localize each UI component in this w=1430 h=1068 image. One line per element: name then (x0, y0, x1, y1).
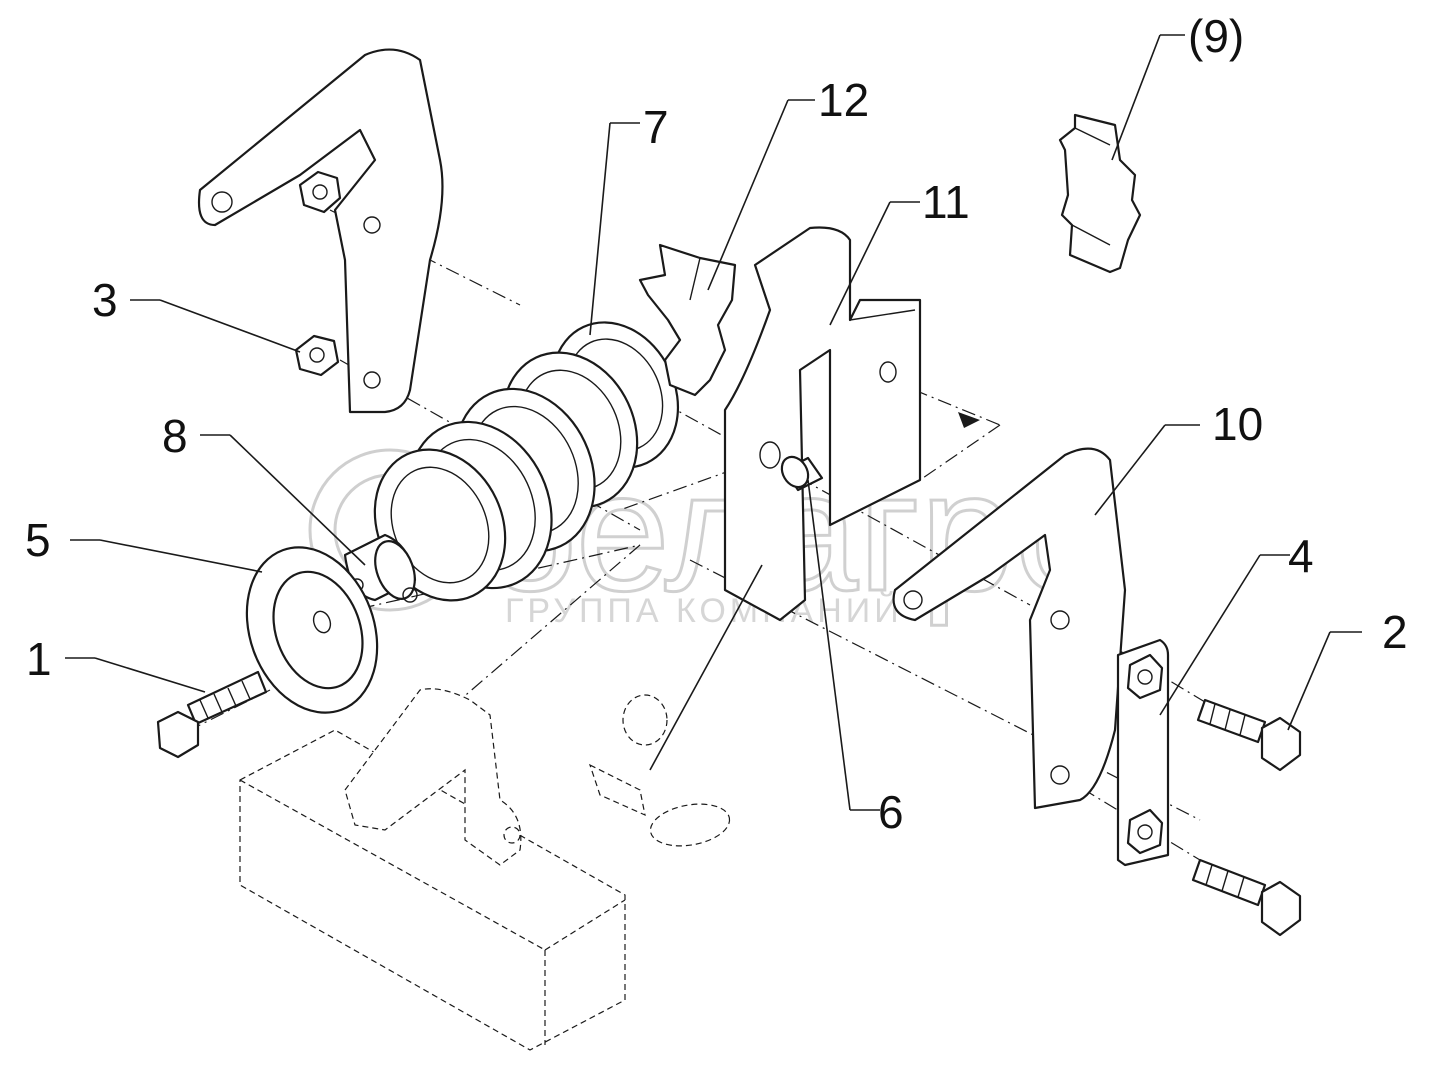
callout-10: 10 (1212, 398, 1263, 450)
callout-8: 8 (162, 410, 188, 462)
main-lever-plate (723, 226, 922, 622)
pin-with-cross-hole (343, 533, 418, 603)
right-bracket (892, 447, 1127, 810)
watermark-subtitle: ГРУППА КОМПАНИЙ (505, 592, 903, 630)
direction-arrow-icon (958, 412, 980, 428)
callout-9: (9) (1188, 10, 1244, 62)
bolt-left (156, 670, 268, 759)
callout-3: 3 (92, 274, 118, 326)
callout-7: 7 (643, 101, 669, 153)
left-bracket (197, 48, 444, 414)
leader-lines (65, 34, 1362, 811)
clamp-plate (1116, 638, 1170, 867)
spring-washer (245, 546, 379, 714)
latch-separate (1058, 113, 1142, 274)
mounting-frame-ghost (239, 688, 731, 1051)
callout-2: 2 (1382, 606, 1408, 658)
callout-labels: 1 2 3 4 5 6 7 8 (9) 10 11 12 (25, 10, 1408, 838)
compression-spring (373, 321, 680, 602)
bushing (780, 455, 824, 492)
callout-6: 6 (878, 786, 904, 838)
callout-11: 11 (922, 176, 970, 228)
callout-1: 1 (26, 633, 52, 685)
bolts-right (1191, 698, 1302, 937)
callout-4: 4 (1288, 530, 1314, 582)
callout-12: 12 (818, 74, 869, 126)
callout-5: 5 (25, 514, 51, 566)
